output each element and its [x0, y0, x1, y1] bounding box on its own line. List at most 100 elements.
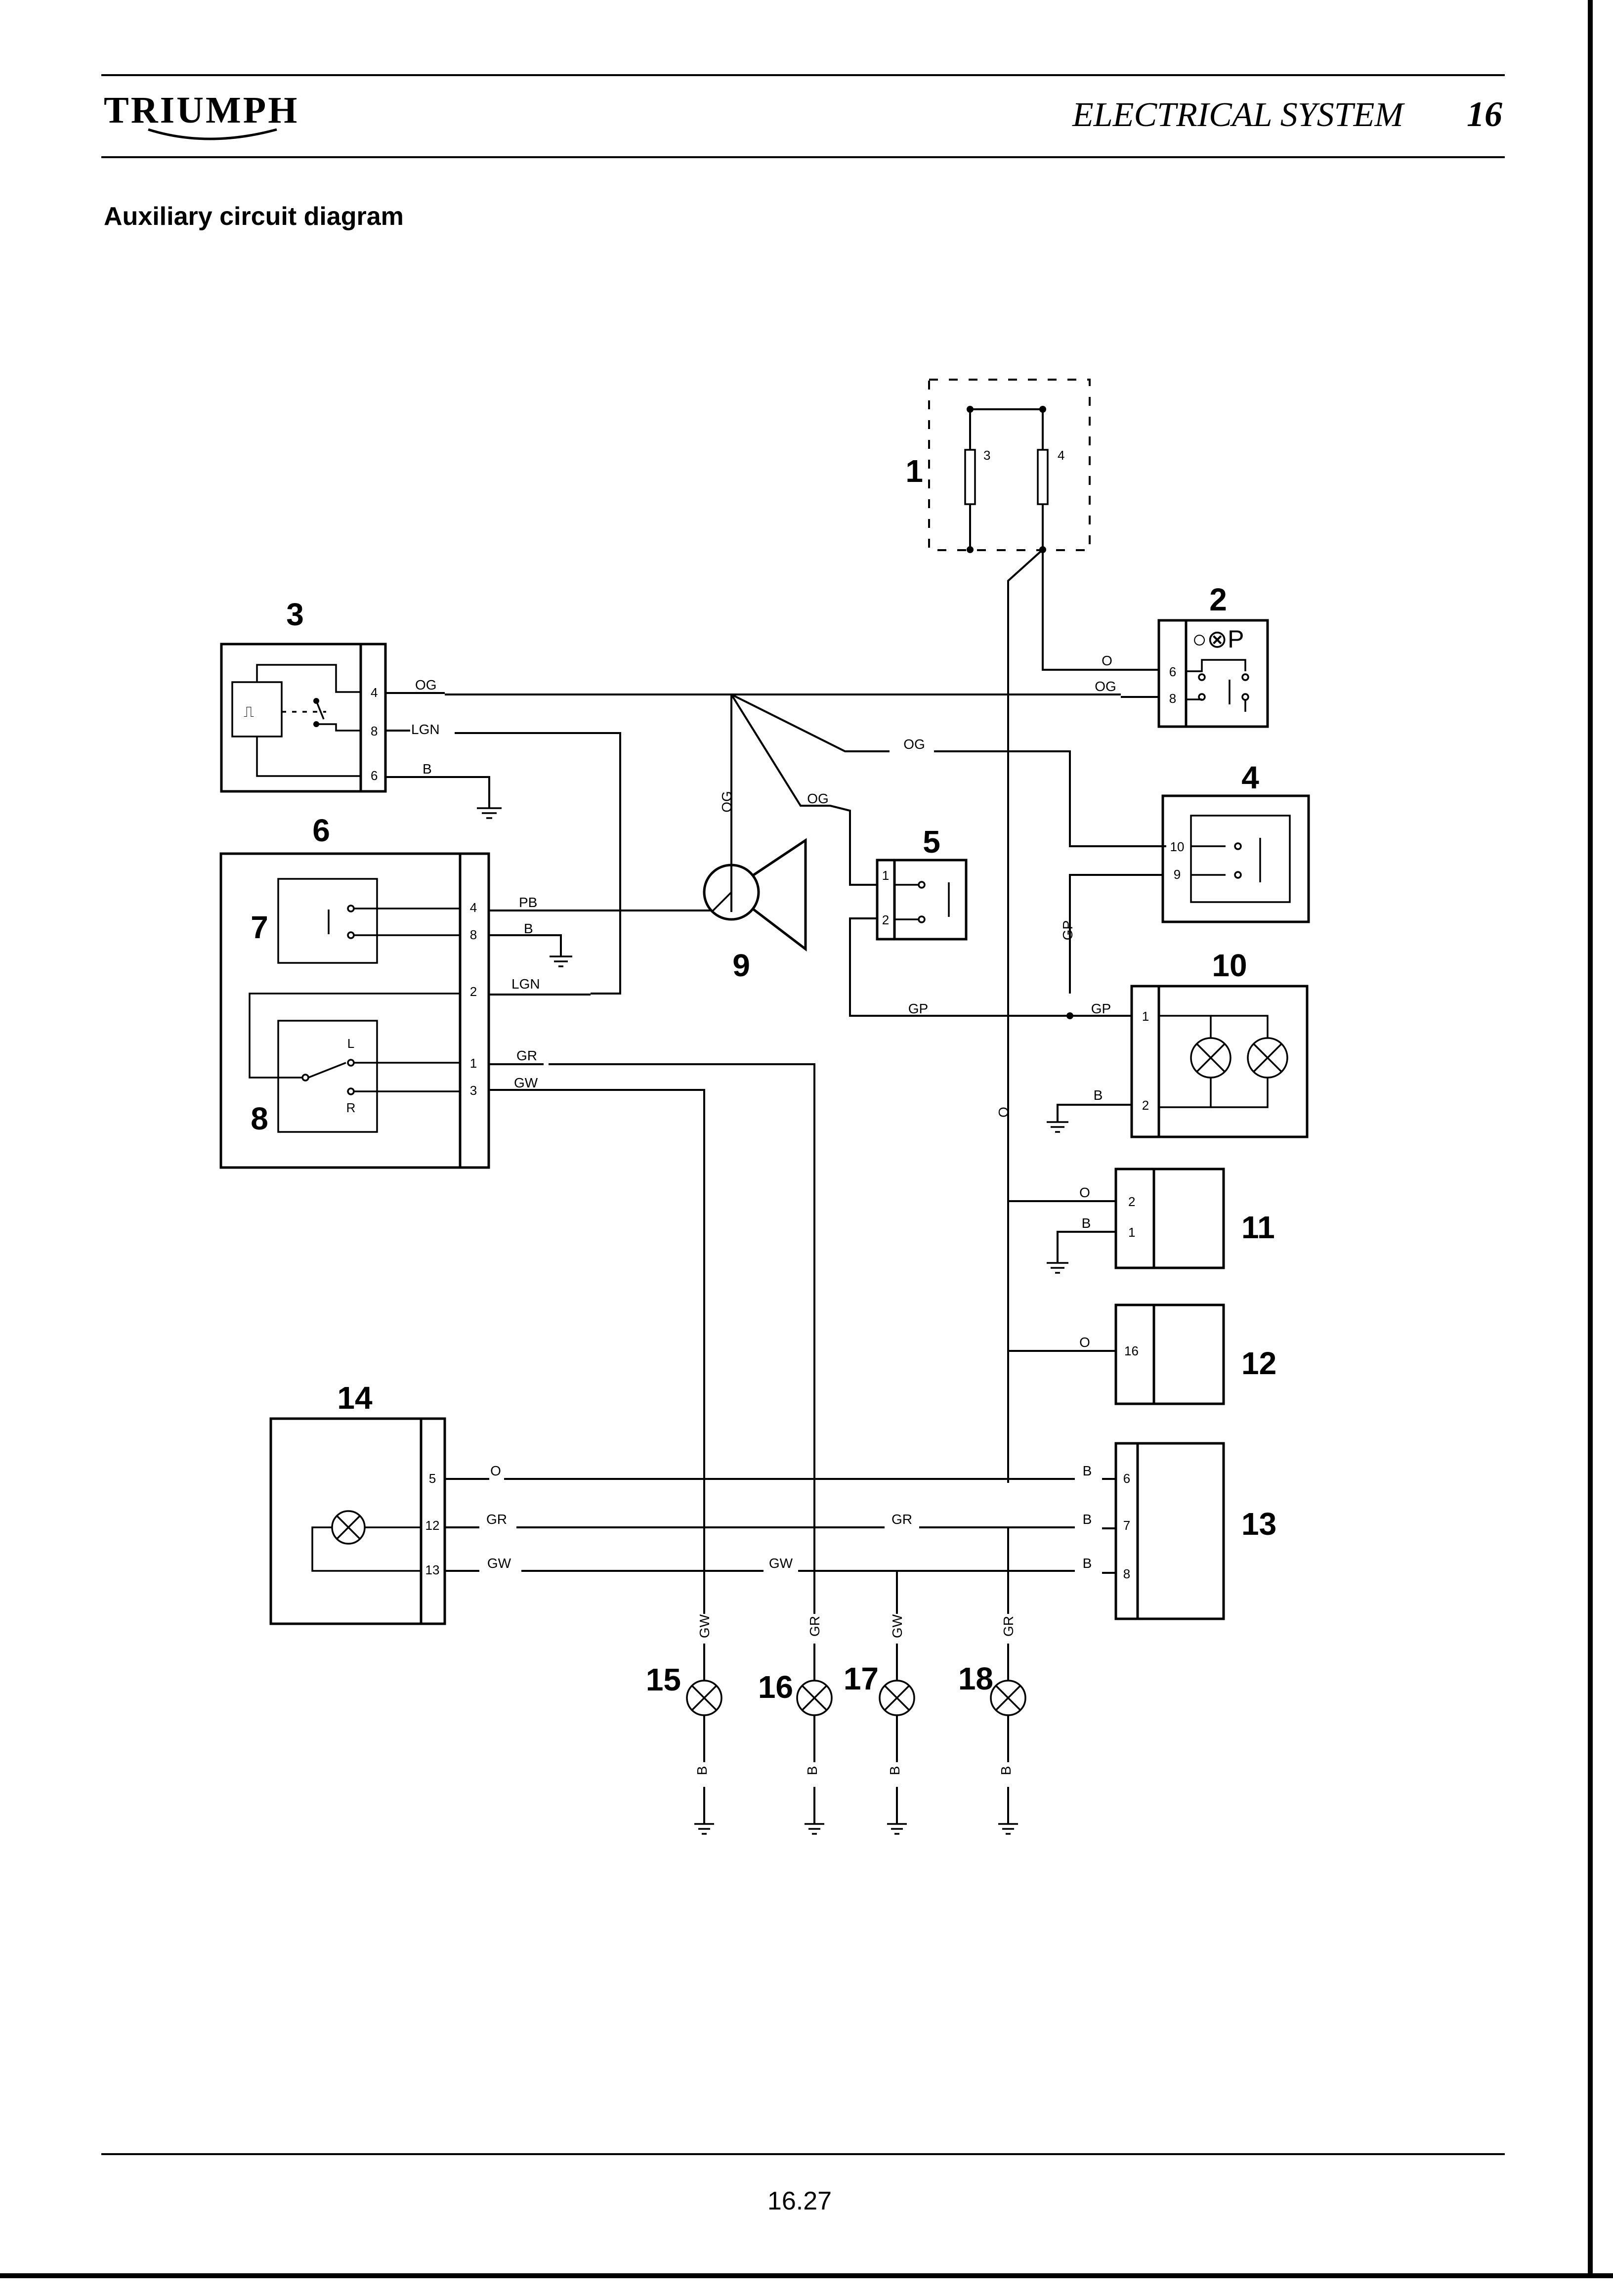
- lamp-16: GR B 16: [758, 1616, 833, 1835]
- triumph-logo: TRIUMPH: [104, 89, 297, 140]
- section-number: 16: [1467, 94, 1502, 134]
- relay-4-body: [1161, 794, 1310, 923]
- lgn-wire: [455, 732, 621, 995]
- c11-o-label: O: [1079, 1185, 1090, 1200]
- switch-housing-6: 6 4 8 2 1 3: [219, 813, 490, 1169]
- unit-11-body: [1114, 1168, 1225, 1269]
- fuse-3-label: 3: [983, 448, 990, 463]
- c2-og-label: OG: [1095, 679, 1116, 694]
- c13-b8-label: B: [1083, 1556, 1092, 1571]
- unit-11: 2 1 11: [1114, 1168, 1275, 1269]
- c2-o-label: O: [1102, 653, 1112, 668]
- og-c9-label: OG: [719, 791, 734, 813]
- c10-pin-2: 2: [1142, 1098, 1149, 1113]
- logo-swoosh: [148, 128, 277, 140]
- component-4-label: 4: [1241, 760, 1259, 795]
- c6-pin-2: 2: [470, 984, 477, 999]
- l18-bot-label: B: [998, 1766, 1014, 1776]
- c14-o-label: O: [490, 1463, 501, 1478]
- page-heading: Auxiliary circuit diagram: [104, 202, 404, 231]
- l15-top-label: GW: [697, 1614, 712, 1638]
- fuse-4-label: 4: [1058, 448, 1064, 463]
- fuse-box-outline: [928, 379, 1091, 551]
- og-wire-to-c5: [730, 693, 877, 886]
- l17-top-label: GW: [890, 1614, 905, 1638]
- horn-switch-7: 7: [251, 878, 460, 964]
- o-wire-to-switch-2: [1042, 550, 1119, 671]
- unit-14-body: [269, 1417, 446, 1625]
- component-2-label: 2: [1209, 582, 1227, 617]
- l15-bot-label: B: [694, 1766, 710, 1776]
- c4-pin-9: 9: [1174, 867, 1181, 882]
- lamp-17: GW B 17: [844, 1614, 915, 1835]
- section-title: ELECTRICAL SYSTEM: [1072, 96, 1405, 134]
- og-wire-to-c4: [934, 750, 1166, 847]
- l16-top-label: GR: [807, 1616, 822, 1637]
- switch-2: 2 ○⊗P 6 8: [1157, 582, 1269, 728]
- switch-2-symbols: ○⊗P: [1192, 625, 1244, 653]
- c2-pin-6: 6: [1169, 664, 1176, 679]
- horn-9: 9: [703, 838, 807, 983]
- c6-pin-8: 8: [470, 927, 477, 942]
- l16-bot-label: B: [805, 1766, 820, 1776]
- fuse-4-symbol: [1037, 449, 1049, 505]
- switch-8-body: [277, 1020, 378, 1133]
- c13-pin-8: 8: [1123, 1566, 1130, 1581]
- pulse-icon: ⎍: [244, 704, 254, 720]
- component-8-label: 8: [251, 1101, 268, 1136]
- c13-pin-6: 6: [1123, 1471, 1130, 1486]
- lamp-18: GR B 18: [958, 1616, 1026, 1835]
- unit-13-body: [1114, 1442, 1225, 1620]
- c6-lgn-label: LGN: [511, 976, 540, 992]
- component-14-label: 14: [337, 1380, 373, 1416]
- switch-5-body: [876, 859, 968, 941]
- c10-pin-1: 1: [1142, 1009, 1149, 1024]
- component-1-label: 1: [905, 453, 923, 489]
- c3-pin-8: 8: [371, 724, 378, 738]
- component-16-label: 16: [758, 1669, 793, 1705]
- component-5-label: 5: [923, 824, 940, 860]
- ground-symbol: [477, 807, 502, 819]
- component-10-label: 10: [1212, 948, 1247, 983]
- ground-symbol: [1047, 1262, 1068, 1274]
- unit-13: 6 7 8 13: [1114, 1442, 1276, 1620]
- lamp-unit-10: 10 1 2: [1130, 948, 1309, 1138]
- gr-wire: [549, 1063, 815, 1614]
- gw-wire: [549, 1089, 705, 1614]
- gp-vert-label: GP: [1060, 920, 1075, 940]
- c11-b-label: B: [1082, 1215, 1091, 1231]
- component-18-label: 18: [958, 1661, 993, 1696]
- lamp-15: GW B 15: [646, 1614, 722, 1835]
- fuse-3-symbol: [964, 449, 976, 505]
- c13-pin-7: 7: [1123, 1518, 1130, 1533]
- c6-b-label: B: [524, 921, 533, 936]
- c13-b7-label: B: [1083, 1512, 1092, 1527]
- c5-pin-1: 1: [882, 868, 889, 883]
- component-6-label: 6: [312, 813, 330, 848]
- lamp-icon: [331, 1510, 366, 1545]
- c11-pin-1: 1: [1128, 1225, 1135, 1240]
- component-12-label: 12: [1241, 1345, 1276, 1381]
- c14-gw-label: GW: [487, 1556, 511, 1571]
- relay-3-body: [220, 643, 387, 793]
- l18-top-label: GR: [1001, 1616, 1016, 1637]
- lamp-icon: [1190, 1037, 1231, 1079]
- unit-14: 14 5 12 13: [269, 1380, 446, 1625]
- lamp-icon: [1247, 1037, 1288, 1079]
- gp-vert-wire: [1069, 874, 1163, 994]
- c14-pin-12: 12: [425, 1518, 440, 1533]
- component-9-label: 9: [732, 948, 750, 983]
- relay-4: 4 10 9: [1161, 760, 1310, 923]
- c13-b6-label: B: [1083, 1463, 1092, 1478]
- ground-symbol: [550, 955, 572, 967]
- component-15-label: 15: [646, 1662, 681, 1697]
- c12-o-label: O: [1079, 1335, 1090, 1350]
- relay-3-pulse-unit: [231, 681, 283, 737]
- c12-pin-16: 16: [1124, 1343, 1139, 1358]
- gr-mid-label: GR: [891, 1512, 912, 1527]
- c3-pin-6: 6: [371, 768, 378, 783]
- og-mid-label: OG: [903, 736, 925, 752]
- c4-pin-10: 10: [1170, 839, 1185, 854]
- c8-label-R: R: [346, 1100, 356, 1115]
